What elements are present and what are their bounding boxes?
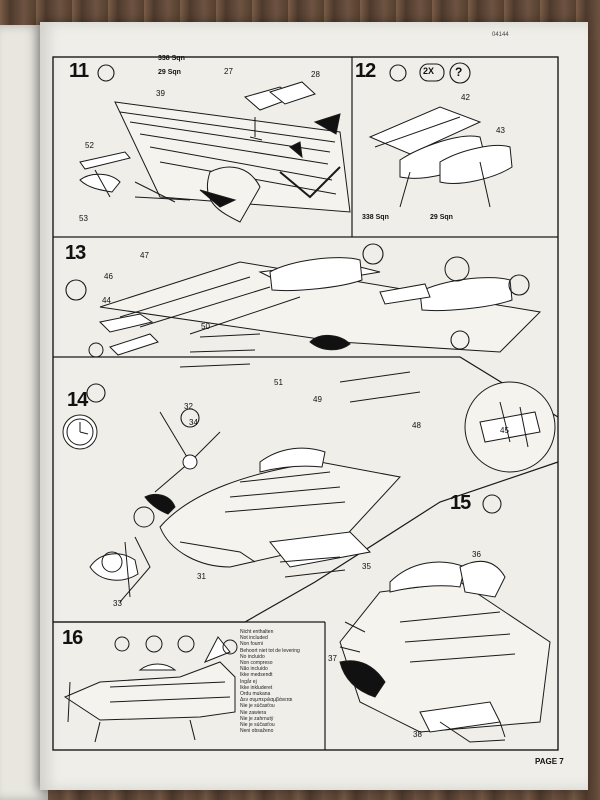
instruction-drawings: [52, 56, 559, 751]
part-callout: 48: [412, 421, 421, 430]
step14-nose-drawing: [62, 411, 401, 603]
step11-sqn-29: 29 Sqn: [158, 69, 181, 76]
part-callout: 27: [224, 67, 233, 76]
language-line: Ingår ej: [240, 678, 257, 685]
language-line: Ordu mukana: [240, 691, 271, 698]
part-callout: 50: [201, 322, 210, 331]
frame-border: [52, 56, 559, 751]
language-line: Ikke medsendt: [240, 672, 273, 679]
part-callout: 52: [85, 141, 94, 150]
part-callout: 33: [113, 599, 122, 608]
language-line: Não incluído: [240, 666, 268, 673]
part-callout: 49: [313, 395, 322, 404]
page-number: PAGE 7: [535, 757, 564, 766]
step12-drop-tanks-drawing: [368, 106, 513, 208]
step12-glue-icon: [389, 64, 407, 82]
step15-glue-icon: [482, 494, 502, 514]
step12-sqn-29: 29 Sqn: [430, 214, 453, 221]
step13-help-icon-3: [450, 330, 470, 350]
step12-help-symbol: ?: [455, 65, 463, 79]
language-line: Nie je zahrnutý: [240, 715, 274, 722]
step15-cockpit-drawing: [339, 560, 551, 743]
step13-help-icon-2: [508, 274, 530, 296]
part-callout: 39: [156, 89, 165, 98]
part-callout: 42: [461, 93, 470, 102]
part-callout: 37: [328, 654, 337, 663]
language-line: Not included: [240, 635, 268, 642]
step-number-14: 14: [67, 389, 88, 411]
step14-star-icon: [180, 408, 200, 428]
part-callout: 36: [472, 550, 481, 559]
language-line: Nicht enthalten: [240, 629, 274, 635]
step11-sqn-338: 338 Sqn: [158, 55, 185, 62]
language-line: Behoort niet tot de levering: [240, 647, 300, 654]
step16-aircraft-profile: [63, 635, 238, 743]
part-callout: 44: [102, 296, 111, 305]
part-callout: 32: [184, 402, 193, 411]
language-line: Non compreso: [240, 660, 273, 667]
language-line: Ikke inkluderet: [240, 684, 273, 691]
document-code: 04144: [492, 32, 509, 38]
part-callout: 43: [496, 126, 505, 135]
language-line: Δεν συμπεριλαμβάνεται: [240, 697, 293, 704]
step13-wing-drawing: [88, 256, 556, 473]
part-callout: 46: [104, 272, 113, 281]
part-callout: 53: [79, 214, 88, 223]
language-line: No incluido: [240, 653, 265, 660]
step11-wing-drawing: [79, 81, 351, 223]
step-number-11: 11: [69, 60, 89, 82]
step16-not-included-list: Nicht enthalten Not included Non fourni …: [240, 629, 300, 734]
part-callout: 38: [413, 730, 422, 739]
part-callout: 35: [362, 562, 371, 571]
part-callout: 31: [197, 572, 206, 581]
language-line: Nie je súčasťou: [240, 703, 275, 710]
step-number-12: 12: [355, 60, 376, 82]
step12-multiplier-label: 2X: [423, 66, 435, 76]
part-callout: 47: [140, 251, 149, 260]
language-line: Nie je súčasťou: [240, 722, 275, 729]
step13-help-icon-1: [362, 243, 384, 265]
step-number-15: 15: [450, 492, 471, 514]
step12-help-icon: [449, 62, 471, 84]
part-callout: 28: [311, 70, 320, 79]
step12-sqn-338: 338 Sqn: [362, 214, 389, 221]
language-line: Non fourni: [240, 641, 264, 648]
step-number-16: 16: [62, 627, 83, 649]
part-callout: 51: [274, 378, 283, 387]
part-callout: 45: [500, 426, 509, 435]
step-number-13: 13: [65, 242, 86, 264]
part-callout: 34: [189, 418, 198, 427]
step12-multiplier-badge: [419, 63, 445, 82]
step13-glue-icon: [65, 279, 87, 301]
instruction-page: 04144 11 12 13 14 15 16 2X ? 338 Sqn 29 …: [40, 22, 588, 790]
step14-glue-icon: [86, 383, 106, 403]
step11-glue-icon: [97, 64, 115, 82]
language-line: Neni obsaženo: [240, 728, 274, 735]
language-line: Nie zawiera: [240, 709, 267, 716]
